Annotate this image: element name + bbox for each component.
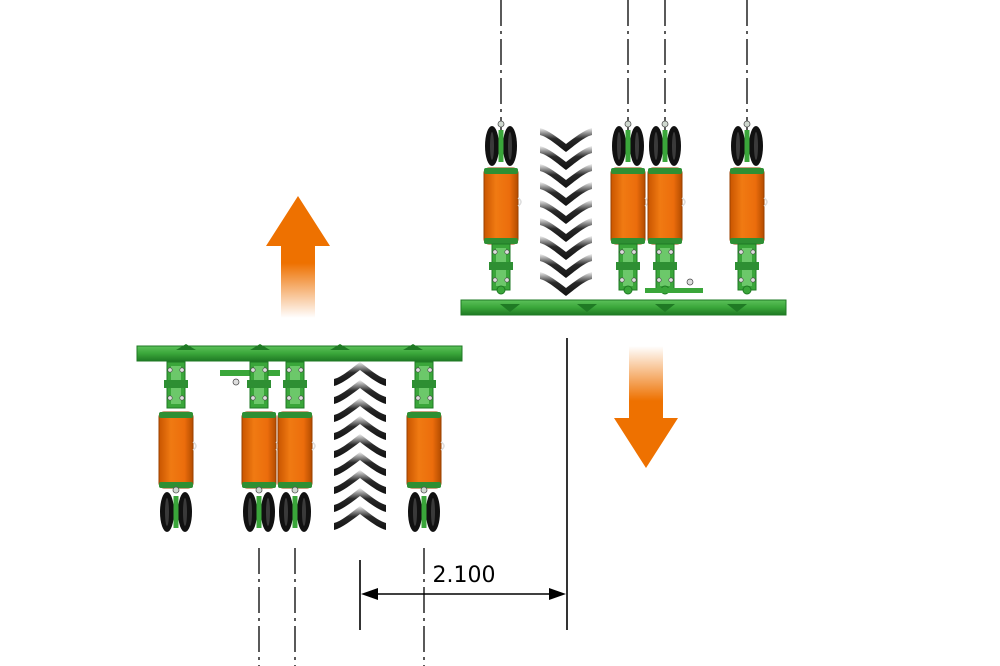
dimension-arrowhead-left — [361, 588, 378, 600]
seed-drill-bottom-left — [136, 344, 463, 532]
row-centre-lines-top — [500, 0, 748, 130]
row-unit — [648, 121, 685, 294]
toolbar-beam — [136, 345, 463, 362]
arrow-up-icon — [266, 196, 330, 318]
toolbar-beam — [460, 299, 787, 316]
arrow-down-icon — [614, 346, 678, 468]
dimension-label: 2.100 — [433, 563, 496, 588]
row-centre-lines-bottom — [258, 548, 425, 666]
row-unit — [611, 121, 648, 294]
row-unit — [484, 121, 521, 294]
tire-track-icon — [540, 128, 592, 296]
row-unit — [278, 362, 315, 532]
row-unit — [407, 362, 444, 532]
dimension-line — [359, 338, 568, 630]
row-unit — [730, 121, 767, 294]
seed-drill-top-right — [460, 121, 787, 316]
dimension-arrowhead-right — [549, 588, 566, 600]
row-unit — [242, 362, 279, 532]
row-unit — [159, 362, 196, 532]
tire-track-icon — [334, 362, 386, 530]
